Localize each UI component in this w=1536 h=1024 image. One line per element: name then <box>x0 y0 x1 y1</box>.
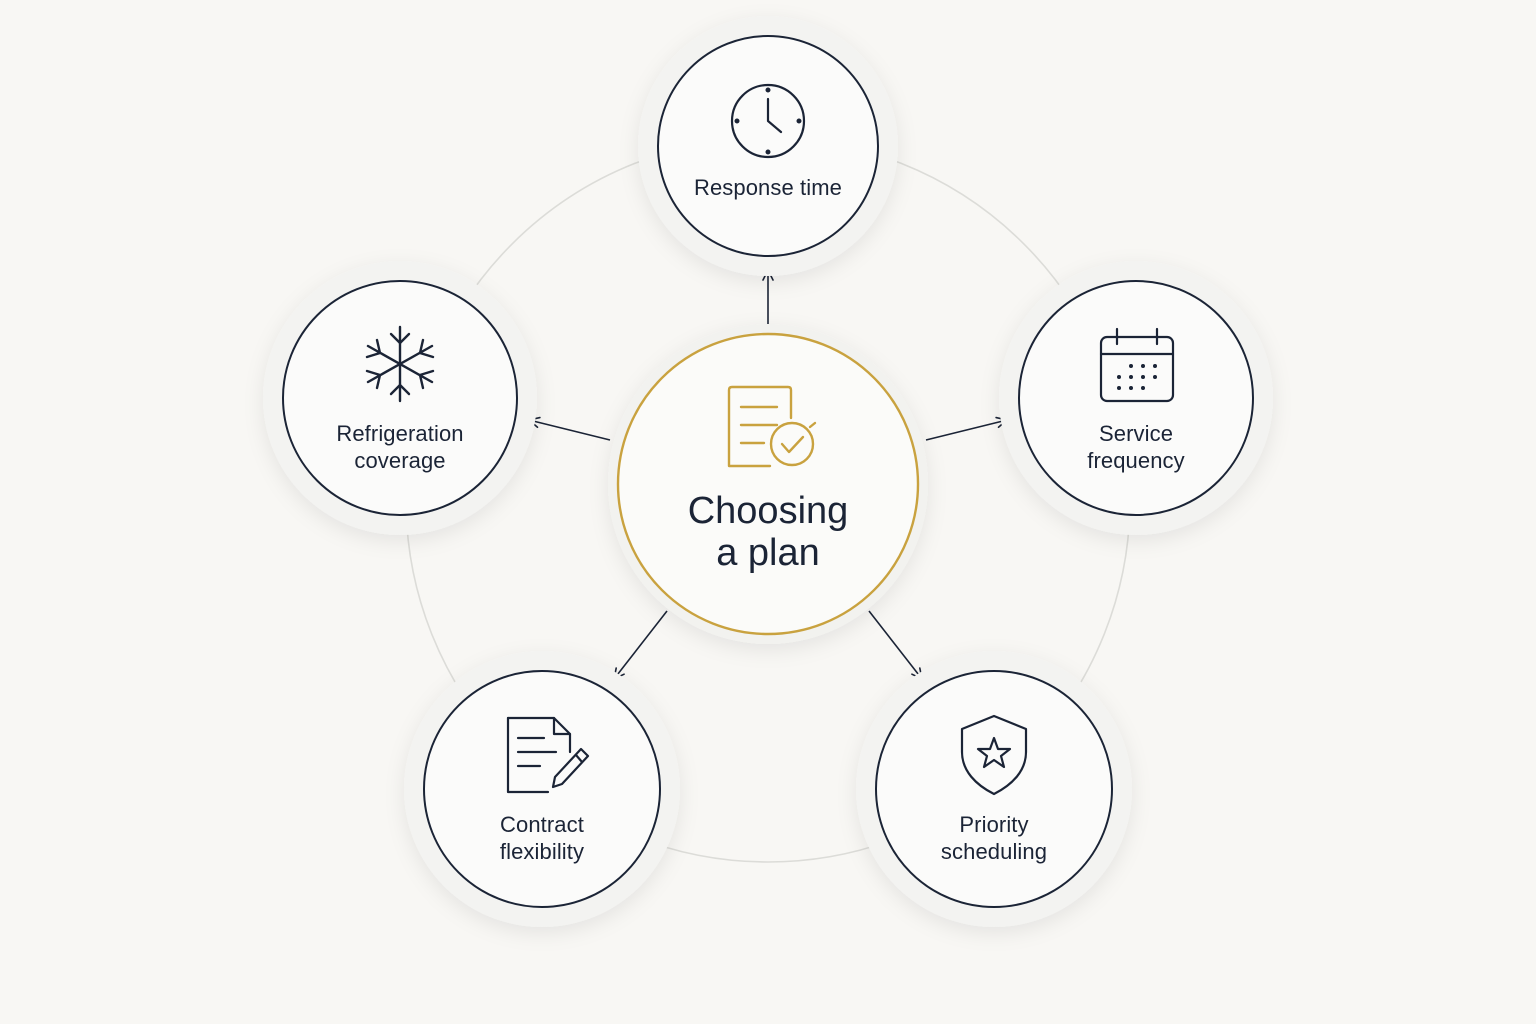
node-label-line1: Contract <box>500 812 584 837</box>
node-label-refrigeration-coverage: Refrigeration coverage <box>300 420 500 474</box>
connector-arrows <box>528 269 1008 680</box>
center-node <box>608 324 928 644</box>
node-label-response-time: Response time <box>668 174 868 201</box>
center-title-line2: a plan <box>716 532 820 574</box>
node-label-priority-scheduling: Priority scheduling <box>894 811 1094 865</box>
arrow-to-contract-flexibility <box>613 610 668 680</box>
node-label-service-frequency: Service frequency <box>1036 420 1236 474</box>
shield-star-icon <box>960 714 1028 796</box>
node-priority-scheduling <box>856 651 1132 927</box>
arrow-to-refrigeration-coverage <box>528 416 611 441</box>
node-label-line2: coverage <box>354 448 446 473</box>
node-response-time <box>638 16 898 276</box>
node-label-line1: Response time <box>693 175 843 200</box>
node-label-line1: Refrigeration <box>336 421 464 446</box>
node-label-line2: scheduling <box>940 839 1048 864</box>
snowflake-icon <box>365 325 435 403</box>
arrow-to-priority-scheduling <box>868 610 923 680</box>
document-check-icon <box>727 385 817 468</box>
node-contract-flexibility <box>404 651 680 927</box>
node-ring <box>1018 280 1254 516</box>
node-label-line1: Priority <box>959 812 1029 837</box>
center-ring <box>616 332 920 636</box>
center-title-line1: Choosing <box>687 490 849 532</box>
arrow-to-service-frequency <box>925 416 1008 441</box>
node-ring <box>875 670 1113 908</box>
node-label-line2: flexibility <box>499 839 585 864</box>
node-label-line2: frequency <box>1087 448 1185 473</box>
calendar-icon <box>1099 327 1175 403</box>
node-label-line1: Service <box>1098 421 1174 446</box>
clock-icon <box>730 83 806 159</box>
node-label-contract-flexibility: Contract flexibility <box>442 811 642 865</box>
document-edit-icon <box>506 716 590 794</box>
node-ring <box>423 670 661 908</box>
node-service-frequency <box>999 261 1273 535</box>
node-ring <box>657 35 879 257</box>
center-title: Choosing a plan <box>618 490 918 574</box>
node-refrigeration-coverage <box>263 261 537 535</box>
